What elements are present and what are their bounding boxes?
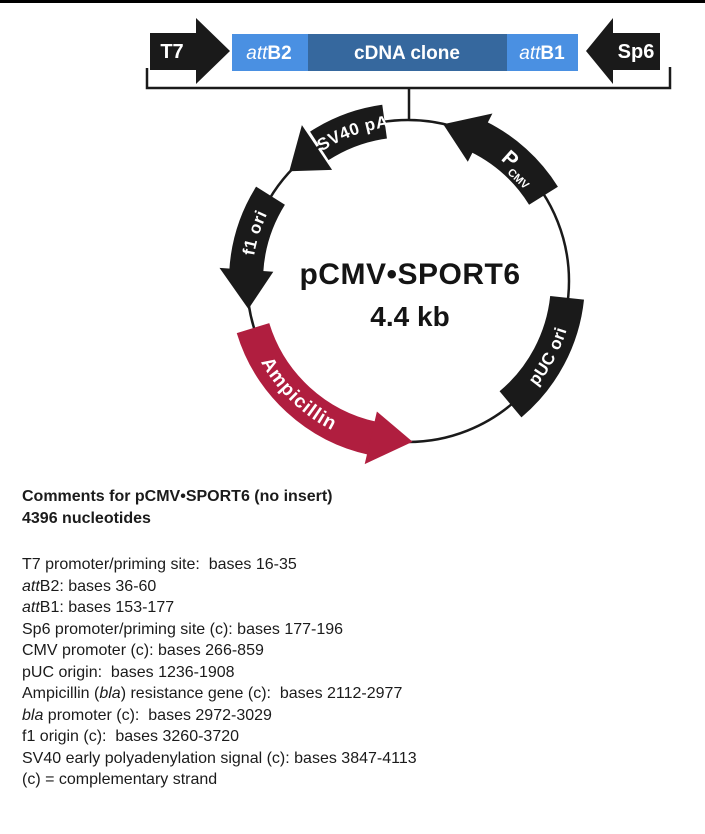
attb1-box [507, 34, 578, 71]
linear-construct: T7 attB2 cDNA clone attB1 Sp6 [145, 18, 672, 121]
ampicillin-band [236, 322, 378, 456]
feature-line: bla promoter (c): bases 2972-3029 [22, 706, 272, 724]
t7-label: T7 [160, 41, 183, 63]
cdna-clone-box [308, 34, 507, 71]
feature-line: SV40 early polyadenylation signal (c): b… [22, 749, 417, 767]
sv40-band [310, 104, 388, 161]
feature-line: T7 promoter/priming site: bases 16-35 [22, 556, 297, 573]
comments-heading-line2: 4396 nucleotides [22, 510, 151, 527]
sp6-label: Sp6 [618, 41, 655, 63]
ampicillin-label: Ampicillin [256, 354, 340, 435]
plasmid-size: 4.4 kb [370, 301, 449, 332]
attb2-label: attB2 [246, 43, 291, 64]
pcmv-arrowhead [443, 113, 493, 162]
plasmid-map-diagram: T7 attB2 cDNA clone attB1 Sp6 P CMV SV40… [0, 0, 705, 465]
t7-arrow [150, 18, 230, 84]
attb2-box [232, 34, 308, 71]
feature-list: T7 promoter/priming site: bases 16-35 att… [22, 554, 705, 791]
feature-line: (c) = complementary strand [22, 771, 218, 788]
circular-map: P CMV SV40 pA f1 ori Ampicillin pUC ori … [219, 104, 585, 465]
f1-band [229, 186, 286, 274]
attb1-label: attB1 [519, 43, 565, 64]
sv40-arrowhead [289, 125, 333, 172]
feature-line: Ampicillin (bla) resistance gene (c): ba… [22, 685, 403, 702]
feature-line: f1 origin (c): bases 3260-3720 [22, 728, 240, 745]
comments-heading: Comments for pCMV•SPORT6 (no insert) 439… [22, 486, 705, 530]
plasmid-title: pCMV•SPORT6 [299, 258, 520, 291]
comments-heading-line1: Comments for pCMV•SPORT6 (no insert) [22, 488, 333, 505]
feature-line: attB1: bases 153-177 [22, 599, 175, 616]
pcmv-band [469, 121, 558, 206]
comments-section: Comments for pCMV•SPORT6 (no insert) 439… [22, 486, 705, 791]
feature-line: CMV promoter (c): bases 266-859 [22, 642, 264, 659]
feature-line: attB2: bases 36-60 [22, 577, 157, 595]
cdna-clone-label: cDNA clone [354, 43, 460, 64]
feature-line: pUC origin: bases 1236-1908 [22, 663, 235, 681]
f1-arrowhead [219, 267, 274, 309]
puc-band [499, 295, 585, 418]
ampicillin-arrowhead [364, 411, 413, 465]
top-rule [0, 0, 705, 3]
feature-line: Sp6 promoter/priming site (c): bases 177… [22, 620, 344, 638]
sp6-arrow [586, 18, 660, 84]
